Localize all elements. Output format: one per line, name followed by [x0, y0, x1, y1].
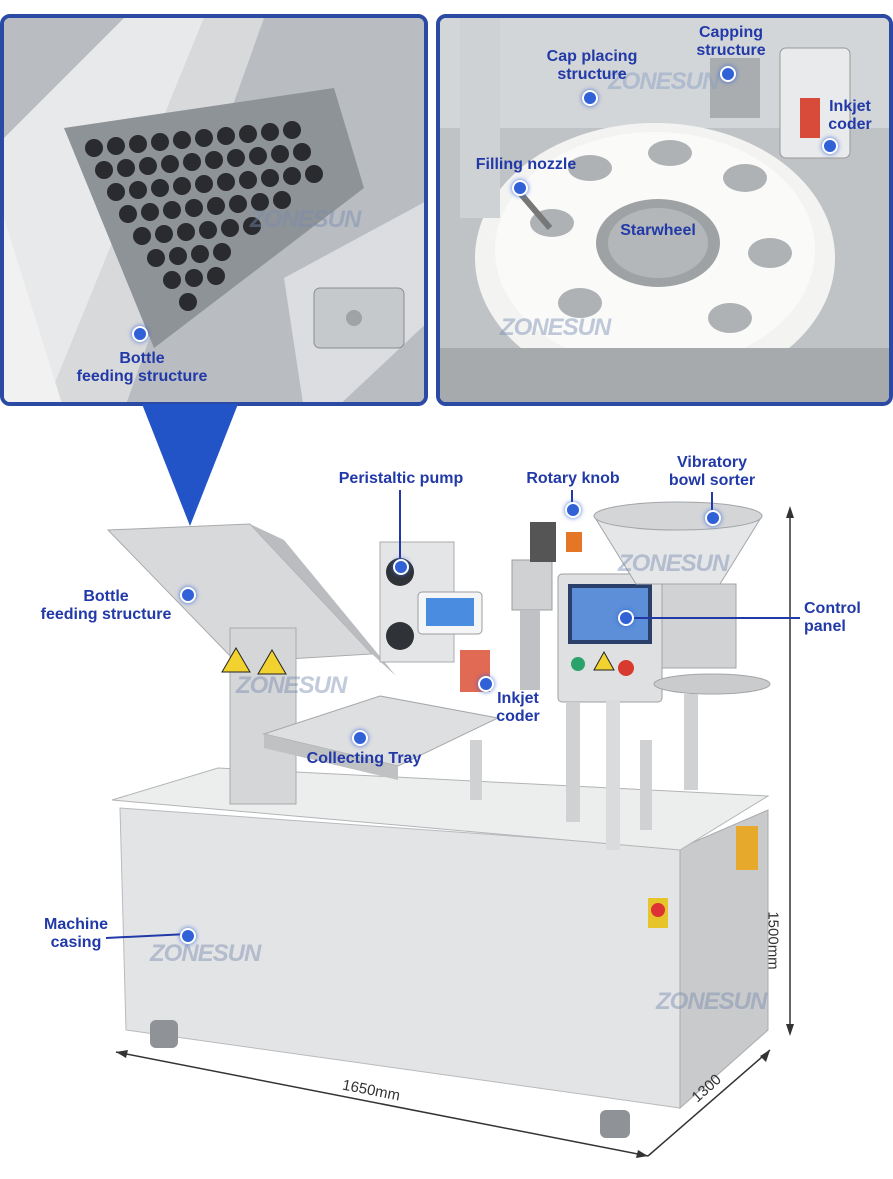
bottle-feeding-detail-photo: ZONESUN Bottle feeding structure [0, 14, 428, 406]
watermark: ZONESUN [500, 314, 611, 341]
inkjet-marker-top [822, 138, 838, 154]
vibratory-bowl-label: Vibratory bowl sorter [668, 454, 756, 489]
starwheel-detail-photo: ZONESUN ZONESUN Cap placing structure Ca… [436, 14, 893, 406]
machine-casing-label: Machine casing [43, 916, 108, 951]
height-dimension: 1500mm [764, 911, 782, 970]
watermark: ZONESUN [618, 550, 729, 577]
bottle-feeding-marker [132, 326, 148, 342]
inkjet-label-top: Inkjet coder [828, 98, 872, 133]
cap-placing-label: Cap placing structure [546, 48, 638, 83]
bottle-feeding-label: Bottle feeding structure [40, 588, 172, 623]
watermark: ZONESUN [608, 68, 719, 95]
inkjet-coder-marker [478, 676, 494, 692]
filling-nozzle-marker [512, 180, 528, 196]
capping-marker [720, 66, 736, 82]
watermark: ZONESUN [250, 206, 361, 233]
rotary-knob-marker [565, 502, 581, 518]
peristaltic-pump-marker [393, 559, 409, 575]
watermark: ZONESUN [150, 940, 261, 967]
control-panel-marker [618, 610, 634, 626]
peristaltic-pump-label: Peristaltic pump [338, 470, 464, 487]
rotary-knob-label: Rotary knob [526, 470, 620, 487]
bottle-feeding-label: Bottle feeding structure [76, 350, 208, 385]
detail-pointer-arrow [142, 404, 238, 526]
inkjet-coder-label: Inkjet coder [496, 690, 540, 725]
cap-placing-marker [582, 90, 598, 106]
bottle-feeding-marker [180, 587, 196, 603]
watermark: ZONESUN [656, 988, 767, 1015]
control-panel-label: Control panel [804, 600, 861, 635]
watermark: ZONESUN [236, 672, 347, 699]
bottle-feeding-illustration [4, 18, 424, 402]
vibratory-bowl-marker [705, 510, 721, 526]
capping-label: Capping structure [696, 24, 766, 59]
starwheel-label: Starwheel [620, 222, 696, 239]
collecting-tray-marker [352, 730, 368, 746]
starwheel-illustration [440, 18, 889, 402]
filling-nozzle-label: Filling nozzle [475, 156, 577, 173]
machine-casing-marker [180, 928, 196, 944]
collecting-tray-label: Collecting Tray [306, 750, 422, 767]
